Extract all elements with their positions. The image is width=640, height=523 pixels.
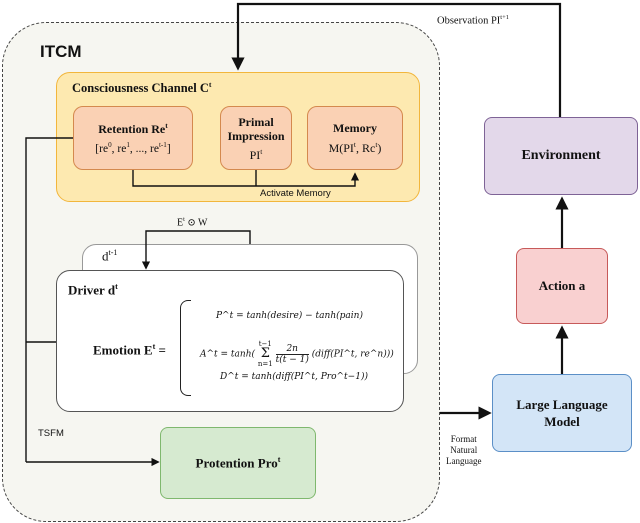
protention-label: Protention Prot: [195, 454, 281, 471]
driver-box: [56, 270, 404, 412]
format-line1: Format: [450, 434, 477, 444]
observation-arrow: [231, 2, 562, 117]
retention-box: Retention Ret [re0, re1, ..., ret-1]: [73, 106, 193, 170]
arousal-equation: A^t = tanh( t−1 Σ n=1 2n t(t − 1) (diff(…: [200, 340, 394, 368]
activate-memory-label: Activate Memory: [258, 188, 333, 199]
memory-formula: M(PIt, Rct): [328, 139, 382, 155]
llm-box: Large Language Model: [492, 374, 632, 452]
observation-label: Observation PIt+1: [437, 14, 510, 27]
channel-left-line: [25, 137, 73, 462]
environment-box: Environment: [484, 117, 638, 195]
driver-prev-label: dt-1: [102, 248, 118, 264]
action-label: Action a: [538, 278, 586, 293]
channel-title: Consciousness Channel Ct: [72, 80, 212, 96]
dominance-equation: D^t = tanh(diff(PI^t, Pro^t−1)): [220, 372, 368, 382]
format-line2: Natural: [450, 445, 478, 455]
primal-line2: Impression: [227, 128, 285, 143]
action-box: Action a: [516, 248, 608, 324]
protention-box: Protention Prot: [160, 427, 316, 499]
retention-sequence: [re0, re1, ..., ret-1]: [95, 141, 171, 155]
equation-brace: [180, 300, 191, 396]
environment-label: Environment: [521, 148, 601, 163]
activate-memory-arrow: [132, 170, 360, 187]
llm-line1: Large Language: [516, 397, 608, 412]
format-line3: Language: [446, 456, 482, 466]
pleasure-equation: P^t = tanh(desire) − tanh(pain): [216, 311, 363, 321]
primal-pi: PIt: [249, 146, 263, 162]
ew-label: Et ⊙ W: [177, 216, 208, 229]
driver-label: Driver dt: [68, 282, 118, 298]
retention-title: Retention Ret: [98, 121, 168, 137]
emotion-label: Emotion Et =: [93, 342, 166, 358]
memory-box: Memory M(PIt, Rct): [307, 106, 403, 170]
primal-line1: Primal: [238, 114, 274, 129]
format-label: Format Natural Language: [446, 434, 481, 467]
ew-loop-arrow: [141, 230, 251, 270]
primal-impression-box: Primal Impression PIt: [220, 106, 292, 170]
itcm-title: ITCM: [40, 42, 82, 61]
memory-title: Memory: [333, 120, 377, 135]
llm-line2: Model: [544, 414, 580, 429]
tsfm-label: TSFM: [38, 428, 64, 439]
